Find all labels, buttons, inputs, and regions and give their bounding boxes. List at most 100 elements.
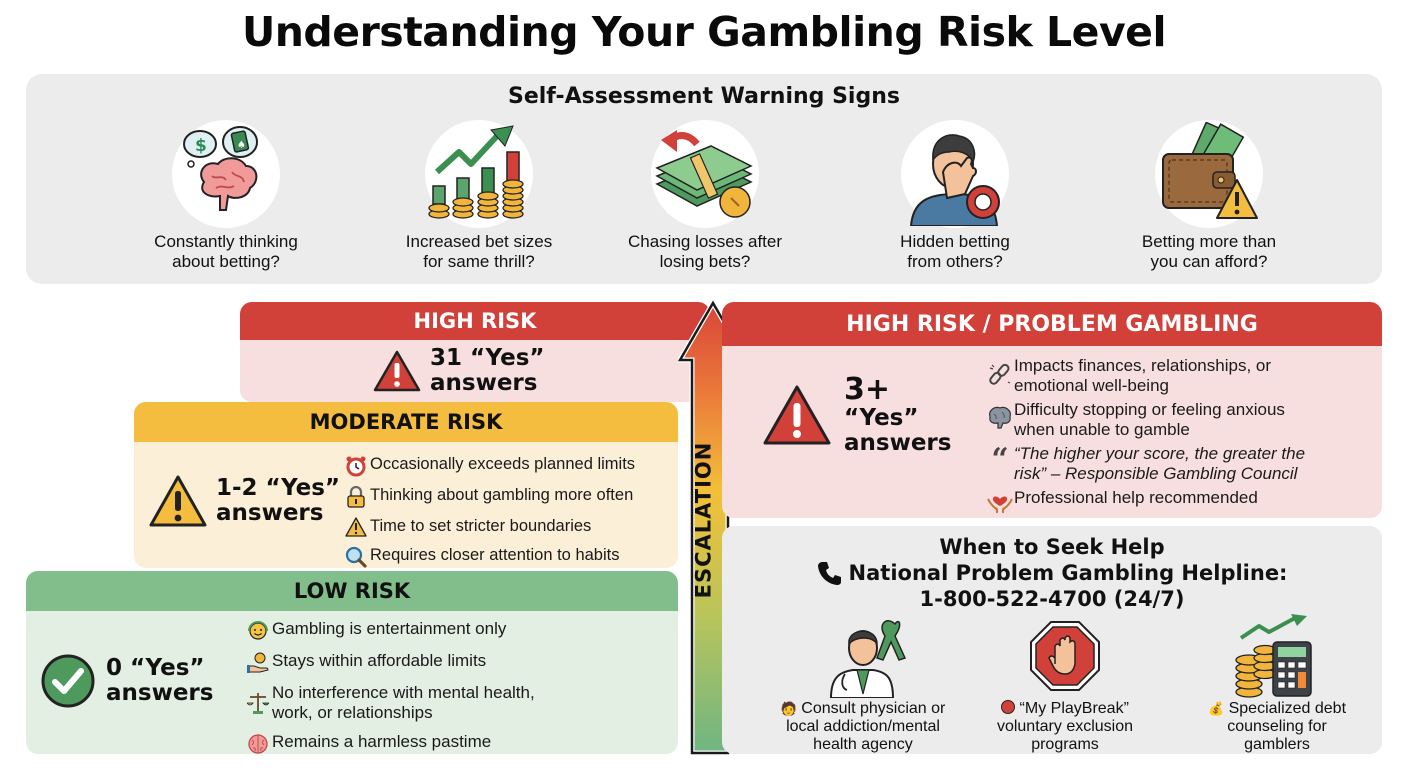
- moderate-risk-count-suffix: answers: [216, 500, 324, 526]
- money-bag-icon: 💰: [1207, 701, 1225, 716]
- warning-sign-item: Increased bet sizes for same thrill?: [364, 120, 594, 272]
- warning-triangle-icon: [373, 350, 421, 392]
- moderate-bullet-text: Thinking about gambling more often: [370, 486, 634, 504]
- problem-gambling-count: 3+: [844, 372, 891, 407]
- low-risk-heading: LOW RISK: [26, 571, 678, 611]
- help-resource-playbreak: “My PlayBreak” voluntary exclusion progr…: [960, 614, 1170, 754]
- page-title: Understanding Your Gambling Risk Level: [241, 8, 1167, 56]
- problem-quote-text: “The higher your score, the greater the: [1014, 444, 1306, 463]
- low-risk-count-suffix: answers: [106, 680, 214, 706]
- warning-sign-label-line1: Increased bet sizes: [405, 232, 553, 251]
- warning-sign-label-line2: losing bets?: [659, 252, 751, 271]
- escalation-label: ESCALATION: [691, 441, 716, 599]
- red-dot-icon: [1001, 700, 1016, 714]
- low-bullet-text: work, or relationships: [272, 703, 433, 722]
- brain-thought-bubble-icon: $ ♠: [172, 120, 280, 228]
- problem-gambling-count-suffix: answers: [844, 430, 952, 456]
- help-resource-debt-counseling: 💰 Specialized debt counseling for gamble…: [1172, 614, 1382, 754]
- broken-chain-icon: [986, 356, 1014, 386]
- brain-icon: [244, 732, 272, 754]
- help-resource-text: counseling for: [1227, 718, 1327, 735]
- warning-sign-item: Hidden betting from others?: [840, 120, 1070, 272]
- doctor-small-icon: 🧑: [780, 701, 797, 716]
- high-risk-heading: HIGH RISK: [240, 302, 710, 340]
- helpline-label: National Problem Gambling Helpline:: [848, 561, 1288, 585]
- warning-triangle-icon: [342, 516, 370, 537]
- coins-calculator-icon: [1172, 614, 1382, 698]
- wallet-warning-icon: [1155, 120, 1263, 228]
- warning-sign-label-line1: Hidden betting: [900, 232, 1010, 251]
- problem-bullet-text: Professional help recommended: [1014, 488, 1258, 507]
- warning-sign-label-line2: from others?: [907, 252, 1003, 271]
- problem-gambling-count-quote: “Yes”: [844, 405, 919, 431]
- hands-heart-icon: [986, 488, 1014, 513]
- low-risk-bullets: Gambling is entertainment only Stays wit…: [244, 619, 535, 754]
- help-resource-text: programs: [1031, 736, 1099, 753]
- svg-text:$: $: [195, 136, 207, 156]
- moderate-bullet-text: Time to set stricter boundaries: [370, 517, 592, 535]
- warning-sign-item: $ ♠ Constantly thinking about betting?: [111, 120, 341, 272]
- warning-sign-label-line2: you can afford?: [1150, 252, 1268, 271]
- quote-mark-icon: “: [991, 442, 1009, 477]
- hand-coin-icon: [244, 651, 272, 674]
- rising-bars-coins-icon: [425, 120, 533, 228]
- low-bullet-text: Remains a harmless pastime: [272, 732, 492, 751]
- brain-gray-icon: [986, 400, 1014, 430]
- warning-sign-item: Betting more than you can afford?: [1094, 120, 1324, 272]
- moderate-risk-heading: MODERATE RISK: [134, 402, 678, 442]
- helpline-number[interactable]: 1-800-522-4700 (24/7): [919, 587, 1185, 611]
- help-resource-text: “My PlayBreak”: [1019, 700, 1129, 717]
- svg-text:♠: ♠: [237, 140, 246, 151]
- high-risk-count: 31 “Yes”: [430, 345, 545, 371]
- magnifying-glass-icon: [342, 545, 370, 568]
- moderate-risk-tier: MODERATE RISK 1-2 “Yes” answers Occasion…: [134, 402, 678, 568]
- person-hiding-face-icon: [901, 120, 1009, 228]
- low-bullet-text: No interference with mental health,: [272, 683, 535, 702]
- warning-signs-panel: Self-Assessment Warning Signs $ ♠ Consta…: [26, 74, 1382, 284]
- check-circle-icon: [41, 654, 95, 708]
- warning-triangle-icon: [149, 475, 207, 527]
- problem-gambling-heading: HIGH RISK / PROBLEM GAMBLING: [722, 302, 1382, 346]
- problem-bullet-text: Impacts finances, relationships, or: [1014, 356, 1272, 375]
- moderate-risk-count: 1-2 “Yes”: [216, 475, 341, 501]
- low-bullet-text: Gambling is entertainment only: [272, 619, 507, 638]
- phone-icon: [817, 562, 841, 585]
- warning-sign-label-line2: for same thrill?: [423, 252, 535, 271]
- help-resource-text: Specialized debt: [1228, 700, 1347, 717]
- problem-gambling-bullets: Impacts finances, relationships, or emot…: [986, 356, 1305, 513]
- low-risk-count: 0 “Yes”: [106, 655, 205, 681]
- doctor-ribbon-icon: [758, 614, 968, 698]
- seek-help-title: When to Seek Help: [939, 535, 1165, 559]
- warning-triangle-icon: [763, 385, 831, 445]
- warning-sign-label-line1: Constantly thinking: [154, 232, 298, 251]
- low-risk-tier: LOW RISK 0 “Yes” answers Gambling is ent…: [26, 571, 678, 754]
- warning-signs-title: Self-Assessment Warning Signs: [508, 84, 900, 109]
- moderate-bullet-text: Occasionally exceeds planned limits: [370, 455, 636, 473]
- seek-help-panel: When to Seek Help National Problem Gambl…: [722, 526, 1382, 754]
- help-resource-text: local addiction/mental: [786, 718, 940, 735]
- help-resource-text: gamblers: [1244, 736, 1310, 753]
- problem-bullet-text: Difficulty stopping or feeling anxious: [1014, 400, 1285, 419]
- high-risk-count-suffix: answers: [430, 370, 538, 396]
- help-resource-physician: 🧑 Consult physician or local addiction/m…: [758, 614, 968, 754]
- padlock-icon: [342, 485, 370, 508]
- moderate-bullet-text: Requires closer attention to habits: [370, 546, 620, 564]
- help-resource-text: voluntary exclusion: [996, 718, 1134, 735]
- moderate-risk-bullets: Occasionally exceeds planned limits Thin…: [342, 454, 635, 568]
- high-risk-tier: HIGH RISK 31 “Yes” answers: [240, 302, 710, 402]
- problem-bullet-text: when unable to gamble: [1014, 419, 1190, 439]
- cash-stack-return-arrow-icon: [651, 120, 759, 228]
- problem-gambling-panel: HIGH RISK / PROBLEM GAMBLING 3+ “Yes” an…: [722, 302, 1382, 518]
- warning-sign-label-line1: Betting more than: [1141, 232, 1277, 251]
- stop-hand-icon: [960, 614, 1170, 698]
- warning-sign-item: Chasing losses after losing bets?: [590, 120, 820, 272]
- smiley-headset-icon: [244, 619, 272, 642]
- alarm-clock-icon: [342, 454, 370, 477]
- balance-scale-icon: [244, 683, 272, 715]
- escalation-label-wrap: ESCALATION: [686, 420, 720, 620]
- problem-quote-text: risk” – Responsible Gambling Council: [1014, 463, 1298, 483]
- problem-bullet-text: emotional well-being: [1014, 375, 1169, 395]
- help-resource-text: health agency: [813, 736, 913, 753]
- warning-sign-label-line1: Chasing losses after: [627, 232, 783, 251]
- help-resource-text: Consult physician or: [801, 700, 946, 717]
